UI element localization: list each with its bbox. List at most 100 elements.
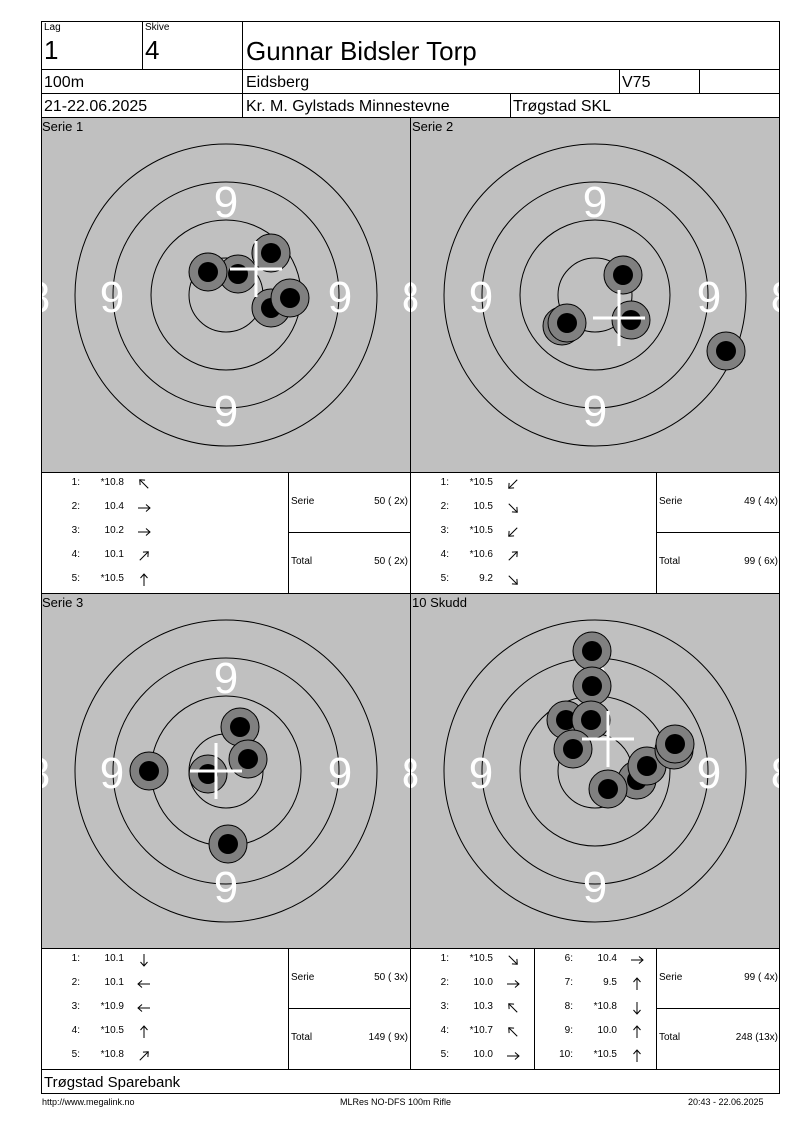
class: V75 xyxy=(622,74,651,91)
shot-row: 1: *10.5 xyxy=(411,953,535,967)
shot-number: 6: xyxy=(564,953,573,964)
serie-label: Serie xyxy=(291,496,315,507)
shot-row: 3:10.2 xyxy=(42,525,288,539)
up-left-arrow-icon xyxy=(505,1025,519,1039)
shot-score: *10.5 xyxy=(469,525,493,536)
shot-number: 1: xyxy=(71,477,80,488)
shot-number: 1: xyxy=(440,953,449,964)
down-right-arrow-icon xyxy=(505,953,519,967)
ring-number: 8 xyxy=(402,749,410,798)
up-arrow-icon xyxy=(629,977,643,991)
ring-number: 9 xyxy=(328,273,352,322)
shot-number: 3: xyxy=(71,525,80,536)
footer-timestamp: 20:43 - 22.06.2025 xyxy=(688,1097,764,1107)
serie-value: 50 ( 3x) xyxy=(374,972,408,983)
shot-hole xyxy=(220,707,260,747)
shot-score: *10.9 xyxy=(100,1001,124,1012)
shot-number: 1: xyxy=(71,953,80,964)
left-arrow-icon xyxy=(136,1001,150,1015)
ring-number: 9 xyxy=(100,273,124,322)
shot-number: 3: xyxy=(440,1001,449,1012)
total-value: 50 ( 2x) xyxy=(374,556,408,567)
shot-number: 2: xyxy=(440,501,449,512)
result-divider xyxy=(534,948,535,1069)
skive-label: Skive xyxy=(145,22,170,33)
shot-hole xyxy=(572,631,612,671)
shot-row: 5:*10.8 xyxy=(42,1049,288,1063)
down-left-arrow-icon xyxy=(505,525,519,539)
shot-row: 4:10.1 xyxy=(42,549,288,563)
footer-url[interactable]: http://www.megalink.no xyxy=(42,1097,135,1107)
serie-value: 49 ( 4x) xyxy=(744,496,778,507)
shot-row: 1:10.1 xyxy=(42,953,288,967)
shot-row: 5:*10.5 xyxy=(42,573,288,587)
header-divider xyxy=(699,69,700,93)
up-right-arrow-icon xyxy=(136,1049,150,1063)
shot-number: 5: xyxy=(440,1049,449,1060)
total-label: Total xyxy=(659,556,681,567)
ring-number: 9 xyxy=(583,178,607,227)
group-center-cross xyxy=(230,241,282,297)
shot-number: 1: xyxy=(440,477,449,488)
right-arrow-icon xyxy=(505,1049,520,1063)
serie-label: Serie xyxy=(659,496,683,507)
ring-number: 9 xyxy=(328,749,352,798)
result-divider xyxy=(288,1008,410,1009)
shot-row: 10: *10.5 xyxy=(535,1049,657,1063)
ring-number: 9 xyxy=(214,654,238,703)
shot-row: 2:10.1 xyxy=(42,977,288,991)
location: Eidsberg xyxy=(246,74,310,91)
shot-score: *10.5 xyxy=(100,573,124,584)
serie-value: 99 ( 4x) xyxy=(744,972,778,983)
shot-row: 4:*10.6 xyxy=(411,549,657,563)
up-right-arrow-icon xyxy=(136,549,150,563)
left-arrow-icon xyxy=(136,977,150,991)
shot-row: 7:9.5 xyxy=(535,977,657,991)
ring-number: 9 xyxy=(583,387,607,436)
panel-divider xyxy=(41,472,780,473)
panel-divider xyxy=(41,948,780,949)
panel-divider xyxy=(41,1069,780,1070)
shot-score: *10.5 xyxy=(593,1049,617,1060)
ring-number: 9 xyxy=(214,863,238,912)
shot-score: 9.5 xyxy=(603,977,617,988)
shot-number: 3: xyxy=(71,1001,80,1012)
shot-number: 10: xyxy=(559,1049,573,1060)
ring-number: 9 xyxy=(214,178,238,227)
shot-score: 10.0 xyxy=(597,1025,617,1036)
shot-score: *10.5 xyxy=(469,953,493,964)
ring-number: 8 xyxy=(411,273,419,322)
shot-number: 4: xyxy=(440,549,449,560)
shot-hole xyxy=(571,700,611,740)
down-left-arrow-icon xyxy=(505,477,519,491)
shot-number: 5: xyxy=(440,573,449,584)
shot-score: *10.8 xyxy=(100,477,124,488)
lag-label: Lag xyxy=(44,22,61,33)
panel-title-10-skudd: 10 Skudd xyxy=(412,595,467,610)
shot-number: 5: xyxy=(71,1049,80,1060)
club: Trøgstad SKL xyxy=(513,98,612,115)
shot-hole xyxy=(251,233,291,273)
shot-score: *10.5 xyxy=(100,1025,124,1036)
shot-number: 2: xyxy=(440,977,449,988)
shot-row: 1:*10.5 xyxy=(411,477,657,491)
total-value: 248 (13x) xyxy=(735,1032,778,1043)
shot-score: 10.5 xyxy=(473,501,493,512)
shot-score: 10.3 xyxy=(473,1001,493,1012)
up-arrow-icon xyxy=(629,1049,643,1063)
right-arrow-icon xyxy=(505,977,520,991)
shot-number: 2: xyxy=(71,501,80,512)
shot-row: 1: *10.8 xyxy=(42,477,288,491)
shot-hole xyxy=(706,331,746,371)
shot-hole xyxy=(553,729,593,769)
ring-number: 9 xyxy=(469,749,493,798)
shot-hole xyxy=(603,255,643,295)
shot-score: 10.1 xyxy=(104,977,124,988)
distance: 100m xyxy=(44,74,85,91)
shot-hole xyxy=(588,769,628,809)
sponsor: Trøgstad Sparebank xyxy=(44,1074,181,1091)
serie-label: Serie xyxy=(659,972,683,983)
target-serie-1: 999988 xyxy=(42,118,410,472)
header-divider xyxy=(242,21,243,118)
